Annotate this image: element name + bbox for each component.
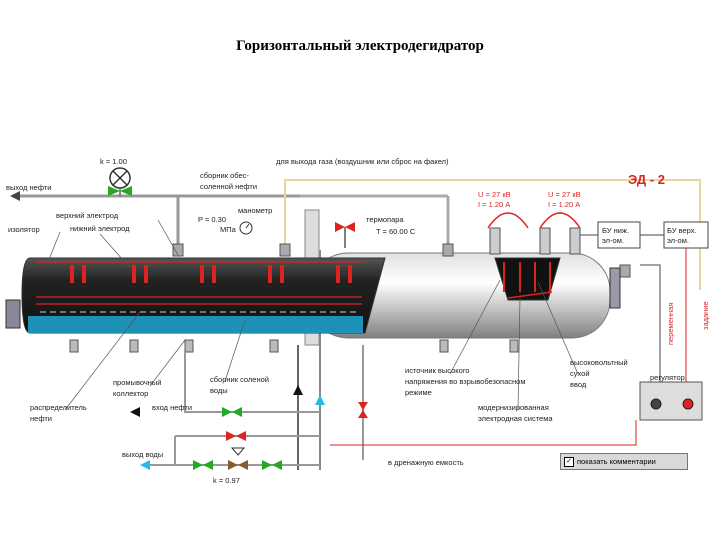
modern-system-label: модернизированная [478, 403, 549, 412]
hv-source-label-3: режиме [405, 388, 432, 397]
water-layer [28, 316, 363, 333]
salt-water-collector-label: сборник соленой [210, 375, 269, 384]
oil-out-label: выход нефти [6, 183, 51, 192]
manometer-label: манометр [238, 206, 272, 215]
pressure-unit-label: МПа [220, 225, 237, 234]
bu-low-label: БУ ниж. [602, 226, 629, 235]
hv-input-label-3: ввод [570, 380, 587, 389]
end-flanges [5, 267, 621, 329]
electrodes [36, 261, 362, 313]
salt-water-collector-label-2: воды [210, 386, 228, 395]
oil-in-label: вход нефти [152, 403, 192, 412]
hv-source-label-2: напряжения во взрывобезопасном [405, 377, 526, 386]
sludge-collector-label: сборник обес- [200, 171, 249, 180]
bu-low-label-2: эл-ом. [602, 236, 624, 245]
wash-collector-label-2: коллектор [113, 389, 148, 398]
voltage-2-label: U = 27 кВ [548, 190, 581, 199]
current-2-label: I = 1.20 А [548, 200, 580, 209]
water-valve-left-icon[interactable] [193, 460, 213, 470]
wash-collector-label: промывочный [113, 378, 162, 387]
bu-up-label: БУ верх. [667, 226, 697, 235]
setting-label: задание [701, 301, 710, 330]
modern-system-label-2: электродная система [478, 414, 553, 423]
central-riser [293, 209, 325, 470]
inlet-valve-icon[interactable] [222, 407, 242, 417]
oil-distributor-label: распределитель [30, 403, 87, 412]
current-1-label: I = 1.20 А [478, 200, 510, 209]
thermopair-label: термопара [366, 215, 404, 224]
sludge-collector-label-2: соленной нефти [200, 182, 257, 191]
hv-source-label: источник высокого [405, 366, 470, 375]
hv-cable-1 [487, 212, 529, 229]
temperature-label: T = 60.00 С [376, 227, 416, 236]
model-label: ЭД - 2 [628, 172, 665, 187]
drain-line-valve-icon[interactable] [358, 402, 368, 418]
drain-label: в дренажную емкость [388, 458, 464, 467]
water-out-label: выход воды [122, 450, 163, 459]
bu-up-label-2: эл-ом. [667, 236, 689, 245]
pressure-label: P = 0.30 [198, 215, 226, 224]
upper-electrode-label: верхний электрод [56, 211, 119, 220]
drain-valve-icon[interactable] [226, 431, 246, 441]
gas-out-label: для выхода газа (воздушник или сброс на … [276, 157, 449, 166]
checkbox-label: показать комментарии [577, 457, 656, 466]
tank-nozzles [172, 227, 631, 278]
water-valve-right-icon[interactable] [262, 460, 282, 470]
k-top-label: k = 1.00 [100, 157, 127, 166]
lower-electrode-label: нижний электрод [70, 224, 130, 233]
regulator-box[interactable] [639, 381, 703, 421]
checkbox-mark[interactable]: ✓ [564, 456, 574, 467]
control-valve-icon[interactable] [108, 167, 132, 196]
oil-distributor-label-2: нефти [30, 414, 52, 423]
voltage-1-label: U = 27 кВ [478, 190, 511, 199]
hv-cable-2 [539, 212, 581, 229]
k-bottom-label: k = 0.97 [213, 476, 240, 485]
leader-lines [47, 219, 579, 411]
show-comments-checkbox[interactable]: ✓ показать комментарии [560, 453, 688, 470]
regulator-label: регулятор [650, 373, 685, 382]
page-title: Горизонтальный электродегидратор [236, 38, 484, 54]
safety-valve-icon[interactable] [335, 222, 355, 248]
hv-input-label: высоковольтный [570, 358, 628, 367]
hv-input-label-2: сухой [570, 369, 590, 378]
manometer-icon [239, 221, 253, 235]
variable-label: переменная [666, 303, 675, 345]
water-control-valve-icon[interactable] [228, 447, 248, 470]
tank-legs [69, 339, 519, 353]
insulator-label: изолятор [8, 225, 40, 234]
